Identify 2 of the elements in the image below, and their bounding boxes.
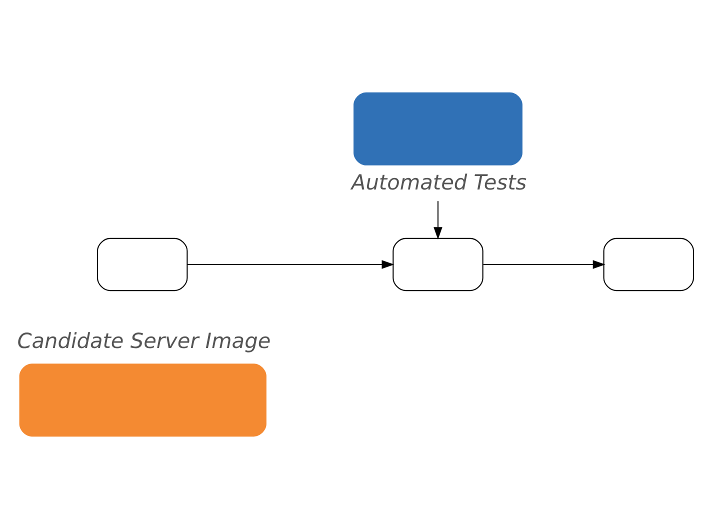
node-label: Automated Tests bbox=[351, 170, 527, 194]
node-label: Candidate Server Image bbox=[17, 328, 271, 353]
